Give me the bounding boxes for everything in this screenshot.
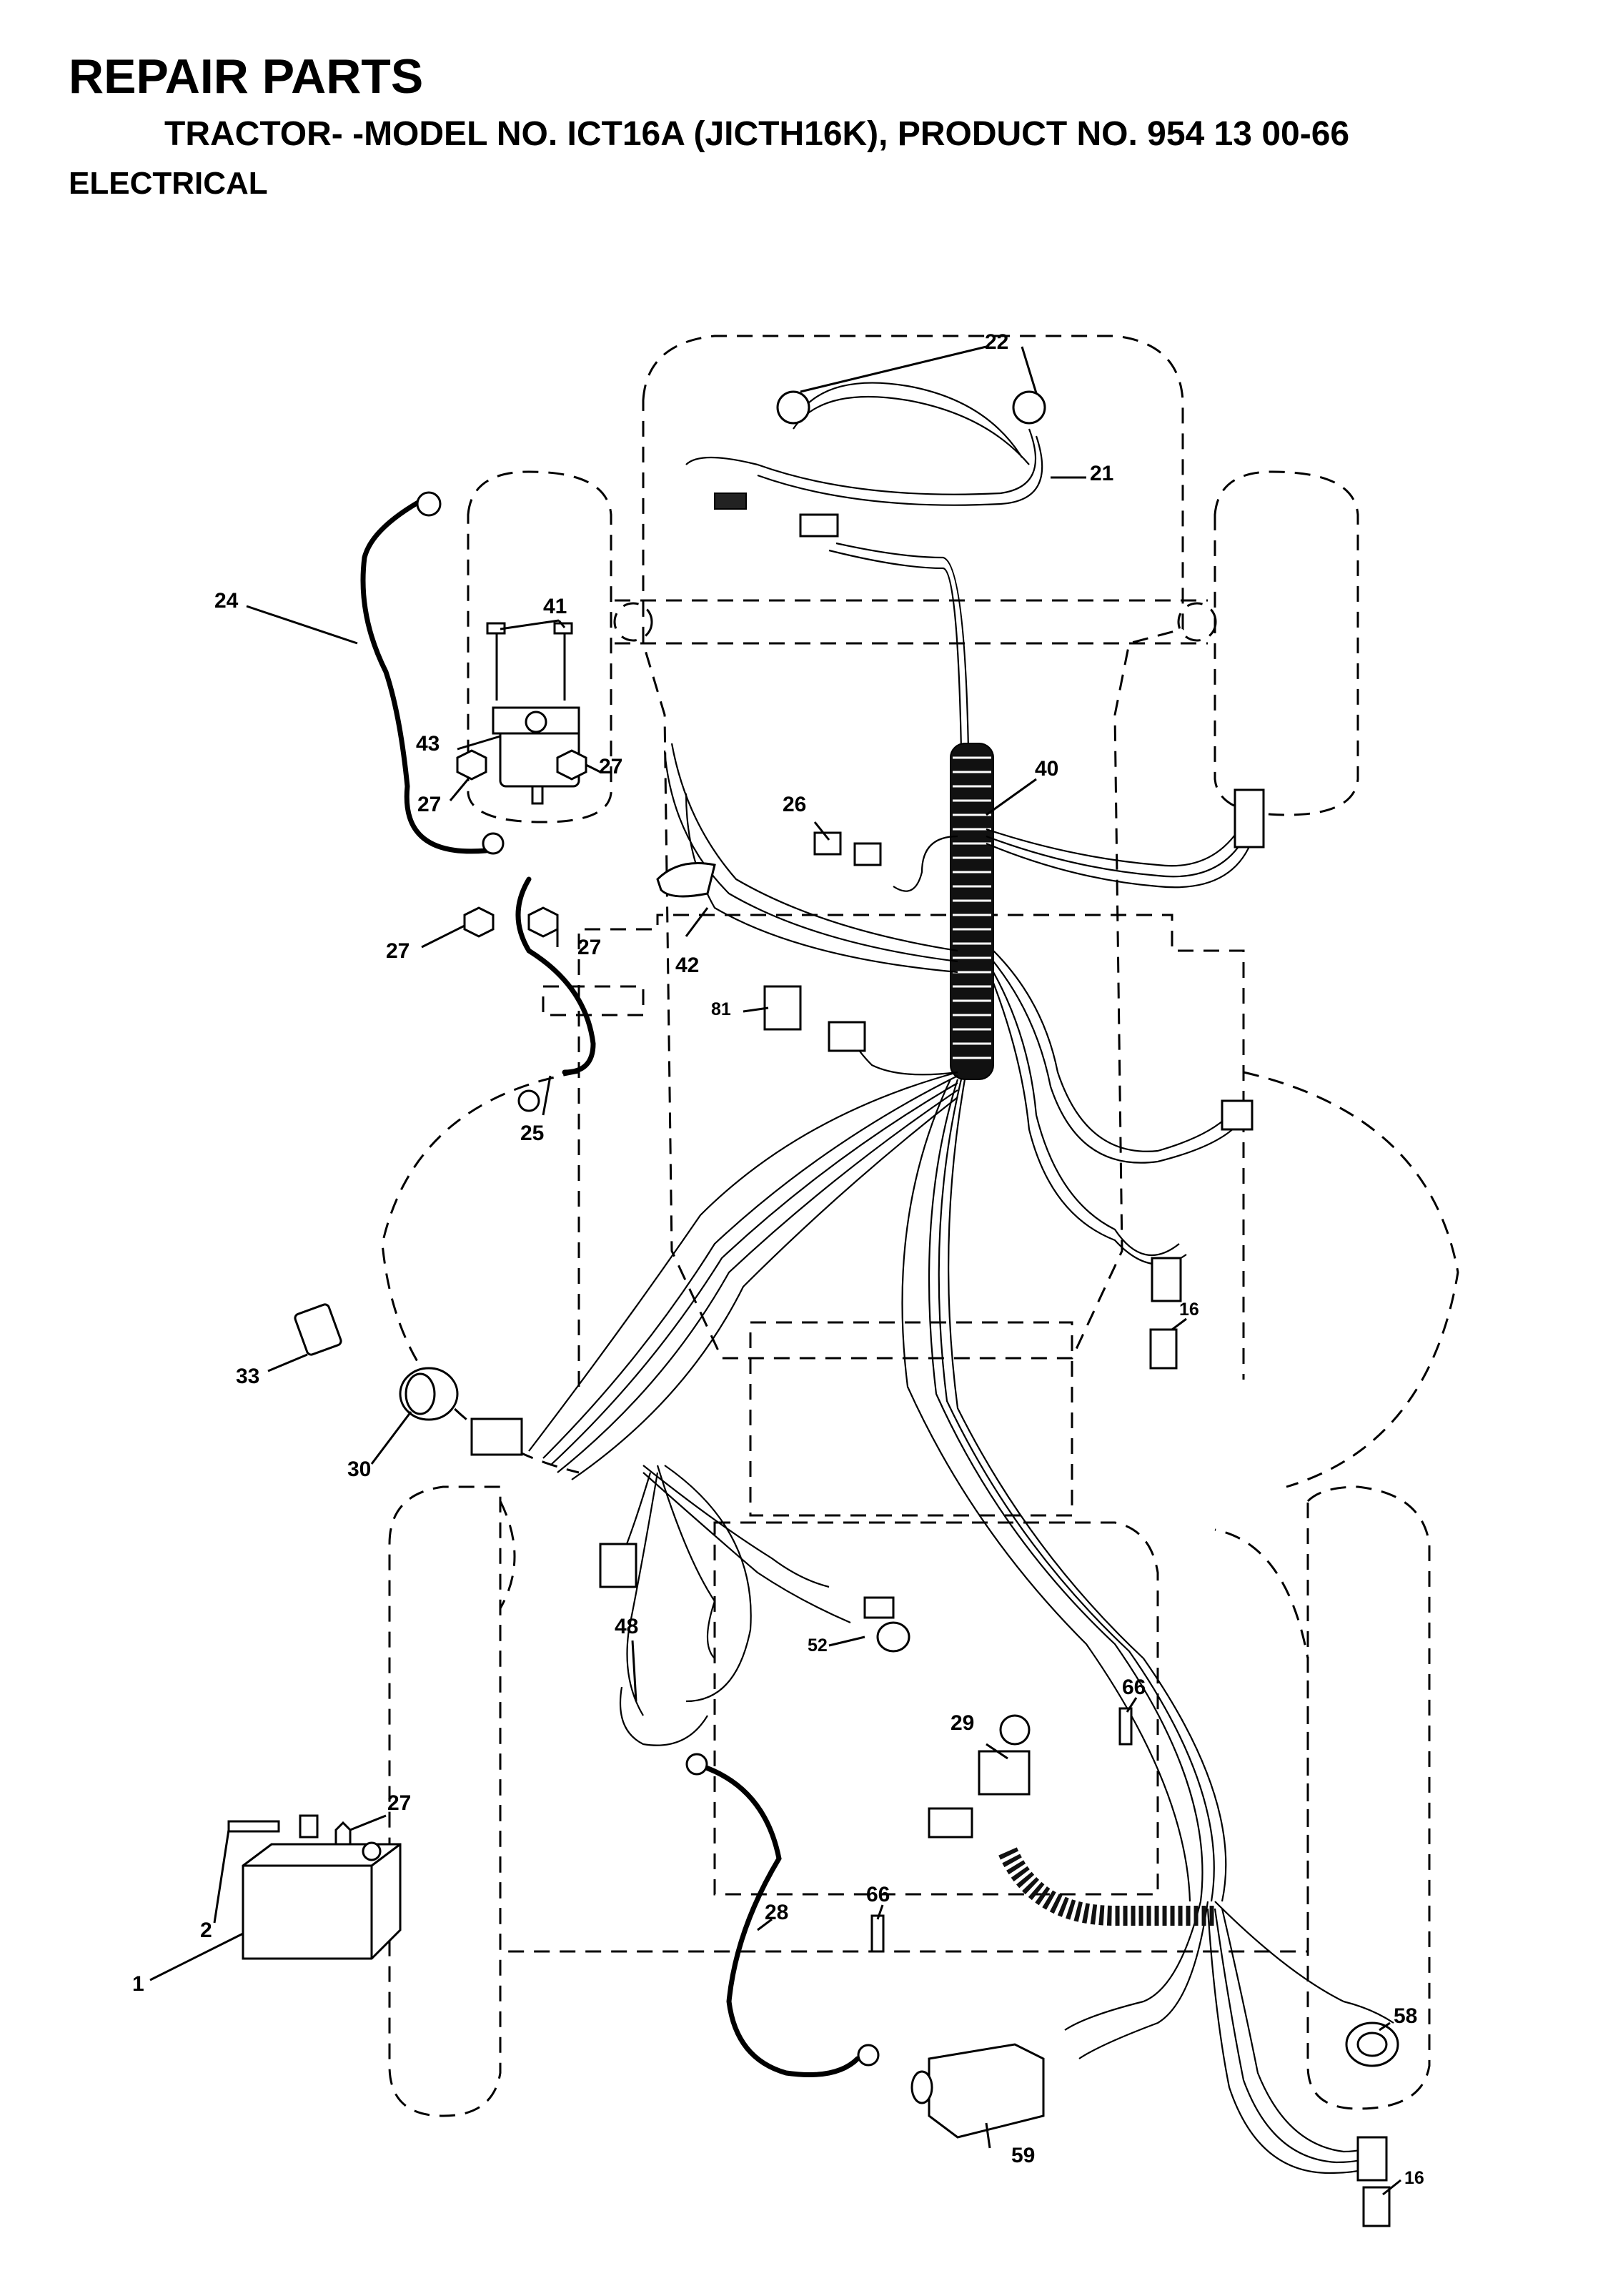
callout-58: 58 bbox=[1394, 2004, 1417, 2028]
callout-26: 26 bbox=[783, 793, 806, 816]
callout-27-c: 27 bbox=[386, 939, 410, 963]
callout-43: 43 bbox=[416, 732, 440, 756]
solenoid-29 bbox=[928, 1714, 1031, 1839]
section-title: ELECTRICAL bbox=[69, 166, 268, 201]
battery-cable-24 bbox=[360, 491, 505, 855]
relay-81 bbox=[763, 985, 866, 1052]
callout-33: 33 bbox=[236, 1365, 259, 1388]
callout-16-a: 16 bbox=[1179, 1300, 1199, 1320]
bolt-2 bbox=[227, 1814, 319, 1839]
screws-66 bbox=[870, 1707, 1133, 1953]
model-subtitle: TRACTOR- -MODEL NO. ICT16A (JICTH16K), P… bbox=[164, 115, 1350, 153]
callout-27-e: 27 bbox=[387, 1791, 411, 1815]
ignition-module-59 bbox=[910, 2043, 1045, 2139]
callout-21: 21 bbox=[1090, 462, 1113, 485]
headlight-harness bbox=[685, 382, 1046, 751]
callout-27-a: 27 bbox=[599, 755, 622, 778]
callout-30: 30 bbox=[347, 1458, 371, 1481]
callout-labels: 22 21 24 41 43 27 27 27 27 26 40 42 81 2… bbox=[132, 330, 1424, 2188]
callout-81: 81 bbox=[711, 999, 731, 1019]
nuts-27 bbox=[334, 749, 587, 1854]
ground-cable-28 bbox=[685, 1753, 880, 2077]
page-title: REPAIR PARTS bbox=[69, 49, 424, 104]
part-58 bbox=[1345, 2022, 1399, 2067]
callout-52: 52 bbox=[808, 1636, 828, 1656]
callout-27-b: 27 bbox=[417, 793, 441, 816]
callout-27-d: 27 bbox=[577, 936, 601, 959]
callout-16-b: 16 bbox=[1404, 2168, 1424, 2188]
fuse-holder-26 bbox=[813, 831, 882, 866]
terminal-boot-42 bbox=[656, 862, 716, 898]
battery-1 bbox=[242, 1841, 402, 1960]
callout-41: 41 bbox=[543, 595, 567, 618]
rear-coiled-conduit bbox=[998, 1847, 1215, 1926]
battery-cable-25 bbox=[515, 876, 596, 1112]
callout-28: 28 bbox=[765, 1901, 788, 1924]
connector-48 bbox=[599, 1543, 708, 1746]
leader-lines bbox=[149, 345, 1401, 2196]
callout-24: 24 bbox=[214, 589, 239, 613]
callout-25: 25 bbox=[520, 1122, 544, 1145]
callout-1: 1 bbox=[132, 1972, 144, 1996]
diode-52 bbox=[863, 1596, 910, 1653]
callout-48: 48 bbox=[615, 1615, 638, 1638]
callout-40: 40 bbox=[1035, 757, 1058, 781]
ignition-key-33 bbox=[294, 1303, 342, 1356]
callout-29: 29 bbox=[951, 1711, 974, 1735]
callout-2: 2 bbox=[200, 1919, 212, 1942]
connectors-16 bbox=[1149, 1328, 1391, 2227]
harness-wires bbox=[528, 743, 1394, 2182]
ignition-switch-30 bbox=[399, 1367, 523, 1456]
callout-42: 42 bbox=[675, 954, 699, 977]
callout-66-b: 66 bbox=[866, 1883, 890, 1906]
callout-59: 59 bbox=[1011, 2144, 1035, 2167]
callout-22: 22 bbox=[985, 330, 1008, 354]
main-harness-conduit bbox=[950, 743, 994, 1080]
callout-66-a: 66 bbox=[1122, 1676, 1146, 1699]
